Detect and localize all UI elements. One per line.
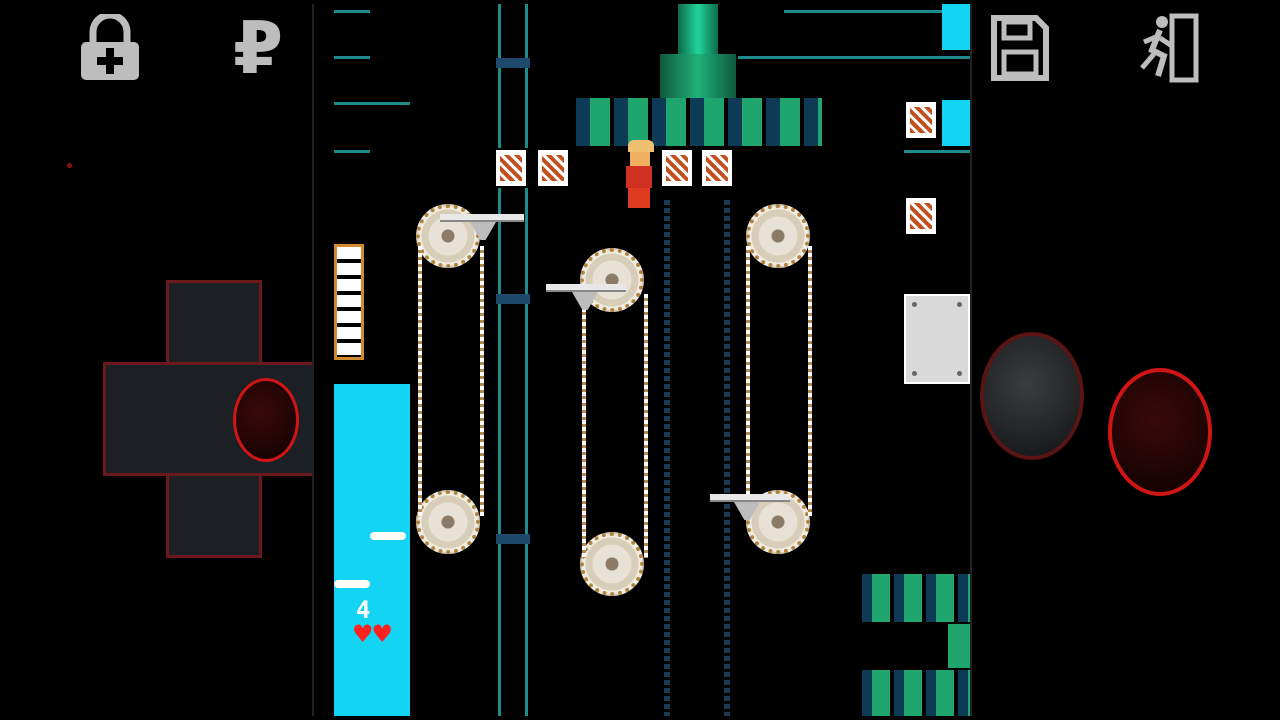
gear — [416, 490, 480, 554]
floppy-disk-icon[interactable] — [984, 12, 1056, 84]
moving-platform — [440, 214, 524, 222]
wall-ledge — [334, 102, 410, 105]
sky-column — [334, 384, 410, 716]
wall-ledge — [904, 150, 970, 153]
ladder — [334, 244, 364, 360]
a-button[interactable] — [1108, 368, 1212, 496]
crate — [494, 148, 528, 188]
gear-chain — [746, 246, 750, 516]
green-pipe-row — [576, 98, 822, 146]
b-button[interactable] — [980, 332, 1084, 460]
green-pipe-segment — [948, 624, 970, 668]
gear-chain — [418, 246, 422, 516]
lives-counter: 4 — [356, 596, 371, 624]
dpad-knob[interactable] — [233, 378, 299, 462]
crate — [904, 196, 938, 236]
moving-platform — [546, 284, 626, 292]
cloud — [370, 532, 406, 540]
green-pipe-row — [862, 574, 970, 622]
wall-ledge — [334, 56, 370, 59]
hanging-chain — [664, 200, 670, 716]
gear — [746, 204, 810, 268]
crate — [660, 148, 694, 188]
ruble-label: ₽ — [232, 6, 284, 90]
hanging-chain — [724, 200, 730, 716]
vertical-pipe — [498, 4, 528, 716]
crate — [904, 100, 938, 140]
wall-ledge — [334, 150, 370, 153]
metal-block — [904, 294, 970, 384]
wall-ledge — [784, 10, 954, 13]
game-screen[interactable]: 4 ♥♥ — [312, 4, 972, 716]
pipe-joint — [496, 534, 530, 544]
player-character — [620, 140, 656, 210]
sky-patch — [942, 100, 970, 146]
pipe-joint — [496, 58, 530, 68]
crate — [536, 148, 570, 188]
gear — [580, 532, 644, 596]
sky-patch — [942, 4, 970, 50]
ruble-icon[interactable]: ₽ — [222, 12, 294, 84]
pipe-joint — [496, 294, 530, 304]
wall-ledge — [738, 56, 970, 59]
health-hearts: ♥♥ — [352, 620, 393, 648]
green-pipe-base — [660, 54, 736, 98]
running-exit-icon[interactable] — [1134, 12, 1206, 84]
cloud — [334, 580, 370, 588]
green-pipe-row — [862, 670, 970, 716]
gear-chain — [480, 246, 484, 516]
gear-chain — [808, 246, 812, 516]
gear-chain — [644, 294, 648, 558]
crate — [700, 148, 734, 188]
wall-ledge — [334, 10, 370, 13]
lock-plus-icon[interactable] — [74, 12, 146, 84]
moving-platform — [710, 494, 790, 502]
gear-chain — [582, 294, 586, 558]
indicator-dot — [67, 163, 72, 168]
